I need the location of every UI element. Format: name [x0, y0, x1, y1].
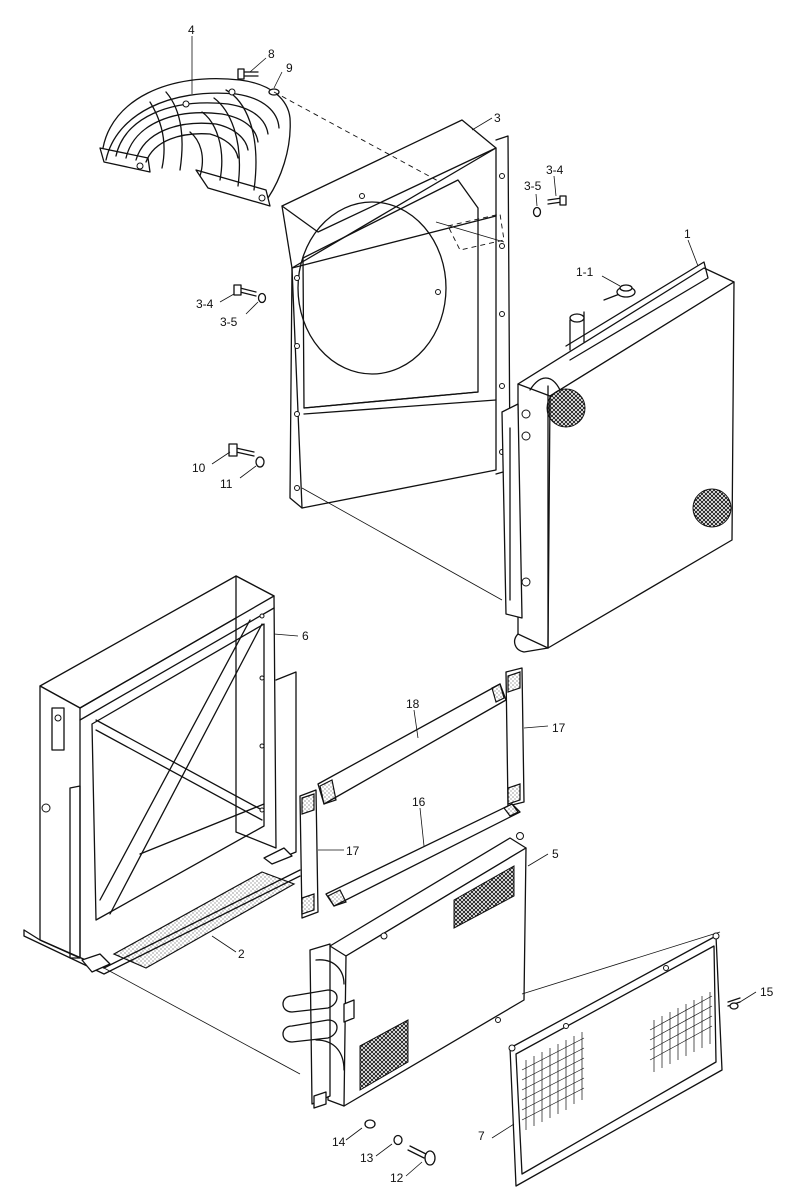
fan-guard: [99, 78, 291, 207]
washer-3-5-left: [257, 292, 267, 304]
washer-3-5-right: [532, 206, 542, 218]
callout-3-4-right: 3-4: [546, 163, 564, 177]
callout-6: 6: [302, 629, 309, 643]
washer-11: [255, 456, 265, 468]
seal-17-left: [299, 789, 319, 919]
callout-1: 1: [684, 227, 691, 241]
callout-9: 9: [286, 61, 293, 75]
callout-4: 4: [188, 23, 195, 37]
seal-18-end-right: [491, 683, 505, 703]
seal-18-end-left: [319, 779, 337, 805]
bolt-15: [727, 997, 741, 1010]
callout-17-right: 17: [552, 721, 566, 735]
seal-17-left-cap: [301, 793, 315, 815]
callout-3-4-left: 3-4: [196, 297, 214, 311]
callout-16: 16: [412, 795, 426, 809]
mount-line-upper: [435, 221, 505, 243]
seal-17-right: [505, 667, 525, 807]
bolt-10: [228, 443, 255, 457]
seal-16-end-right: [503, 803, 519, 817]
leader-lines: [191, 36, 757, 1177]
bolt-3-4-right: [547, 195, 567, 206]
callout-3-5-right: 3-5: [524, 179, 542, 193]
callout-17-left: 17: [346, 844, 360, 858]
bolt-3-4-left: [233, 284, 257, 297]
callout-8: 8: [268, 47, 275, 61]
seal-16-end-left: [327, 889, 347, 907]
mount-line-lower: [301, 487, 503, 601]
seal-17-left-foot: [301, 893, 315, 915]
callout-1-1: 1-1: [576, 265, 594, 279]
callout-18: 18: [406, 697, 420, 711]
nut-14: [364, 1119, 376, 1129]
callout-3-5-left: 3-5: [220, 315, 238, 329]
callout-7: 7: [478, 1129, 485, 1143]
mount-line-cooler: [521, 931, 721, 995]
mount-line-base: [103, 967, 301, 1075]
callout-13: 13: [360, 1151, 374, 1165]
support-frame: [23, 575, 301, 975]
bolt-8: [237, 68, 259, 80]
callout-labels: 4 8 9 3 3-4 3-5 1 1-1 3-4 3-5 10 11 6 18…: [188, 23, 774, 1185]
leader-9-dash: [273, 91, 441, 183]
screen: [508, 932, 723, 1187]
callout-5: 5: [552, 847, 559, 861]
seal-17-right-cap: [507, 671, 521, 693]
seal-17-right-foot: [507, 783, 521, 805]
radiator: [501, 261, 735, 653]
callout-12: 12: [390, 1171, 404, 1185]
bolt-12: [407, 1145, 436, 1166]
callout-2: 2: [238, 947, 245, 961]
callout-3: 3: [494, 111, 501, 125]
callout-14: 14: [332, 1135, 346, 1149]
washer-13: [393, 1134, 403, 1146]
oil-cooler: [282, 832, 527, 1109]
callout-11: 11: [220, 477, 233, 491]
callout-15: 15: [760, 985, 774, 999]
callout-10: 10: [192, 461, 206, 475]
base-plate: [112, 871, 296, 969]
fan-shroud: [281, 119, 511, 509]
